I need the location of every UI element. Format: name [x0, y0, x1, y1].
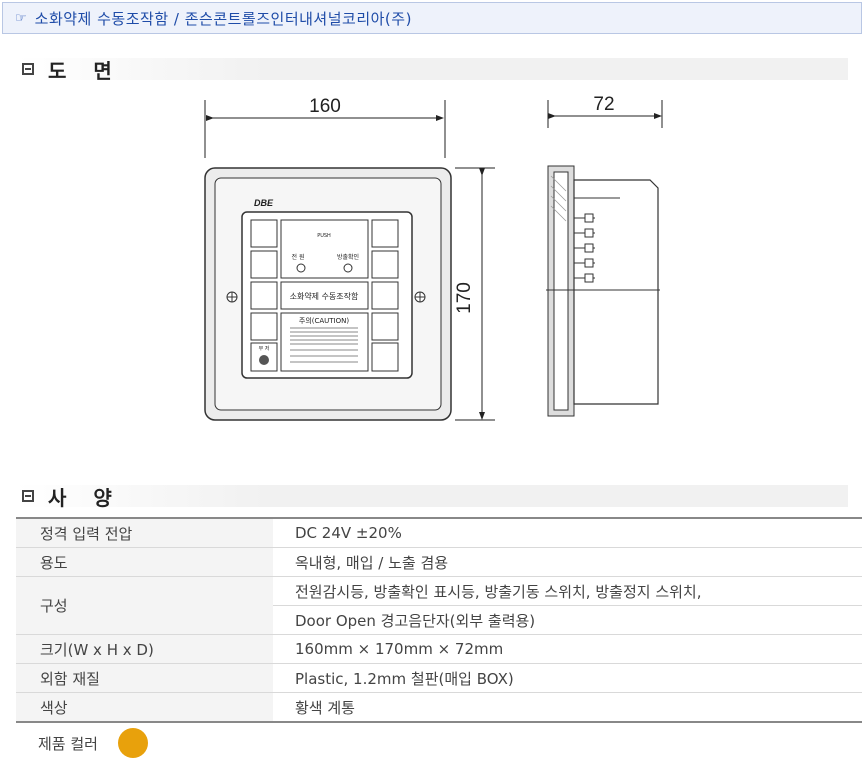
square-bullet-icon	[22, 63, 34, 75]
table-row: Door Open 경고음단자(외부 출력용)	[16, 605, 862, 635]
right-button-4	[371, 312, 399, 341]
caution-label: 주의(CAUTION)	[299, 316, 349, 325]
square-bullet-icon	[22, 490, 34, 502]
title-bar: ☞ 소화약제 수동조작함 / 존슨콘트롤즈인터내셔널코리아(주)	[2, 2, 862, 34]
section-drawing-header: 도 면	[16, 58, 848, 83]
spec-value: Plastic, 1.2mm 철판(매입 BOX)	[273, 663, 862, 693]
power-lamp-icon	[296, 263, 306, 273]
height-dimension-label: 170	[454, 282, 475, 314]
center-label-box	[280, 281, 369, 310]
push-label: PUSH	[317, 233, 331, 239]
left-button-4	[250, 312, 278, 341]
product-color-row: 제품 컬러	[38, 728, 148, 758]
table-row: 용도 옥내형, 매입 / 노출 겸용	[16, 547, 862, 577]
depth-dimension-label: 72	[593, 94, 614, 115]
width-dimension-label: 160	[309, 96, 341, 117]
table-row: 정격 입력 전압 DC 24V ±20%	[16, 517, 862, 548]
spec-value: 황색 계통	[273, 692, 862, 723]
left-button-2	[250, 250, 278, 279]
left-button-1	[250, 219, 278, 248]
page-title: 소화약제 수동조작함 / 존슨콘트롤즈인터내셔널코리아(주)	[34, 9, 412, 28]
power-label: 전 원	[292, 253, 305, 261]
spec-table: 정격 입력 전압 DC 24V ±20% 용도 옥내형, 매입 / 노출 겸용 …	[16, 517, 862, 723]
right-button-1	[371, 219, 399, 248]
side-back-box	[573, 179, 659, 405]
side-terminals	[574, 197, 620, 283]
table-row: 구성 전원감시등, 방출확인 표시등, 방출기동 스위치, 방출정지 스위치,	[16, 576, 862, 635]
discharge-confirm-label: 방출확인	[337, 253, 359, 261]
table-row: 외함 재질 Plastic, 1.2mm 철판(매입 BOX)	[16, 663, 862, 693]
buzzer-label: 부 저	[259, 345, 270, 352]
section-spec-title: 사 양	[48, 485, 122, 510]
spec-key: 외함 재질	[16, 663, 273, 693]
product-color-label: 제품 컬러	[38, 734, 98, 753]
right-button-5	[371, 342, 399, 372]
left-button-3	[250, 281, 278, 310]
caution-panel	[280, 312, 369, 372]
spec-value: 옥내형, 매입 / 노출 겸용	[273, 547, 862, 577]
product-drawing: 160 DBE 부 저 PUSH 전 원 방출확인 소화약제 수동조작함 주의(…	[204, 94, 663, 421]
spec-value: 160mm × 170mm × 72mm	[273, 634, 862, 664]
spec-value: Door Open 경고음단자(외부 출력용)	[273, 605, 862, 635]
right-button-3	[371, 281, 399, 310]
section-drawing-title: 도 면	[48, 58, 122, 83]
spec-key: 용도	[16, 547, 273, 577]
push-panel	[280, 219, 369, 279]
discharge-lamp-icon	[343, 263, 353, 273]
brand-logo: DBE	[254, 198, 274, 208]
buzzer-icon	[259, 355, 269, 365]
spec-key: 구성	[16, 576, 273, 635]
spec-value: 전원감시등, 방출확인 표시등, 방출기동 스위치, 방출정지 스위치,	[273, 576, 862, 606]
center-label: 소화약제 수동조작함	[290, 291, 359, 301]
table-row: 색상 황색 계통	[16, 692, 862, 723]
spec-value: DC 24V ±20%	[273, 517, 862, 548]
color-swatch	[117, 728, 148, 758]
table-row: 크기(W x H x D) 160mm × 170mm × 72mm	[16, 634, 862, 664]
spec-key: 정격 입력 전압	[16, 517, 273, 548]
spec-key: 크기(W x H x D)	[16, 634, 273, 664]
pointing-hand-icon: ☞	[15, 10, 27, 26]
right-button-2	[371, 250, 399, 279]
section-spec-header: 사 양	[16, 485, 848, 510]
spec-key: 색상	[16, 692, 273, 723]
caution-text-lines	[290, 327, 358, 363]
